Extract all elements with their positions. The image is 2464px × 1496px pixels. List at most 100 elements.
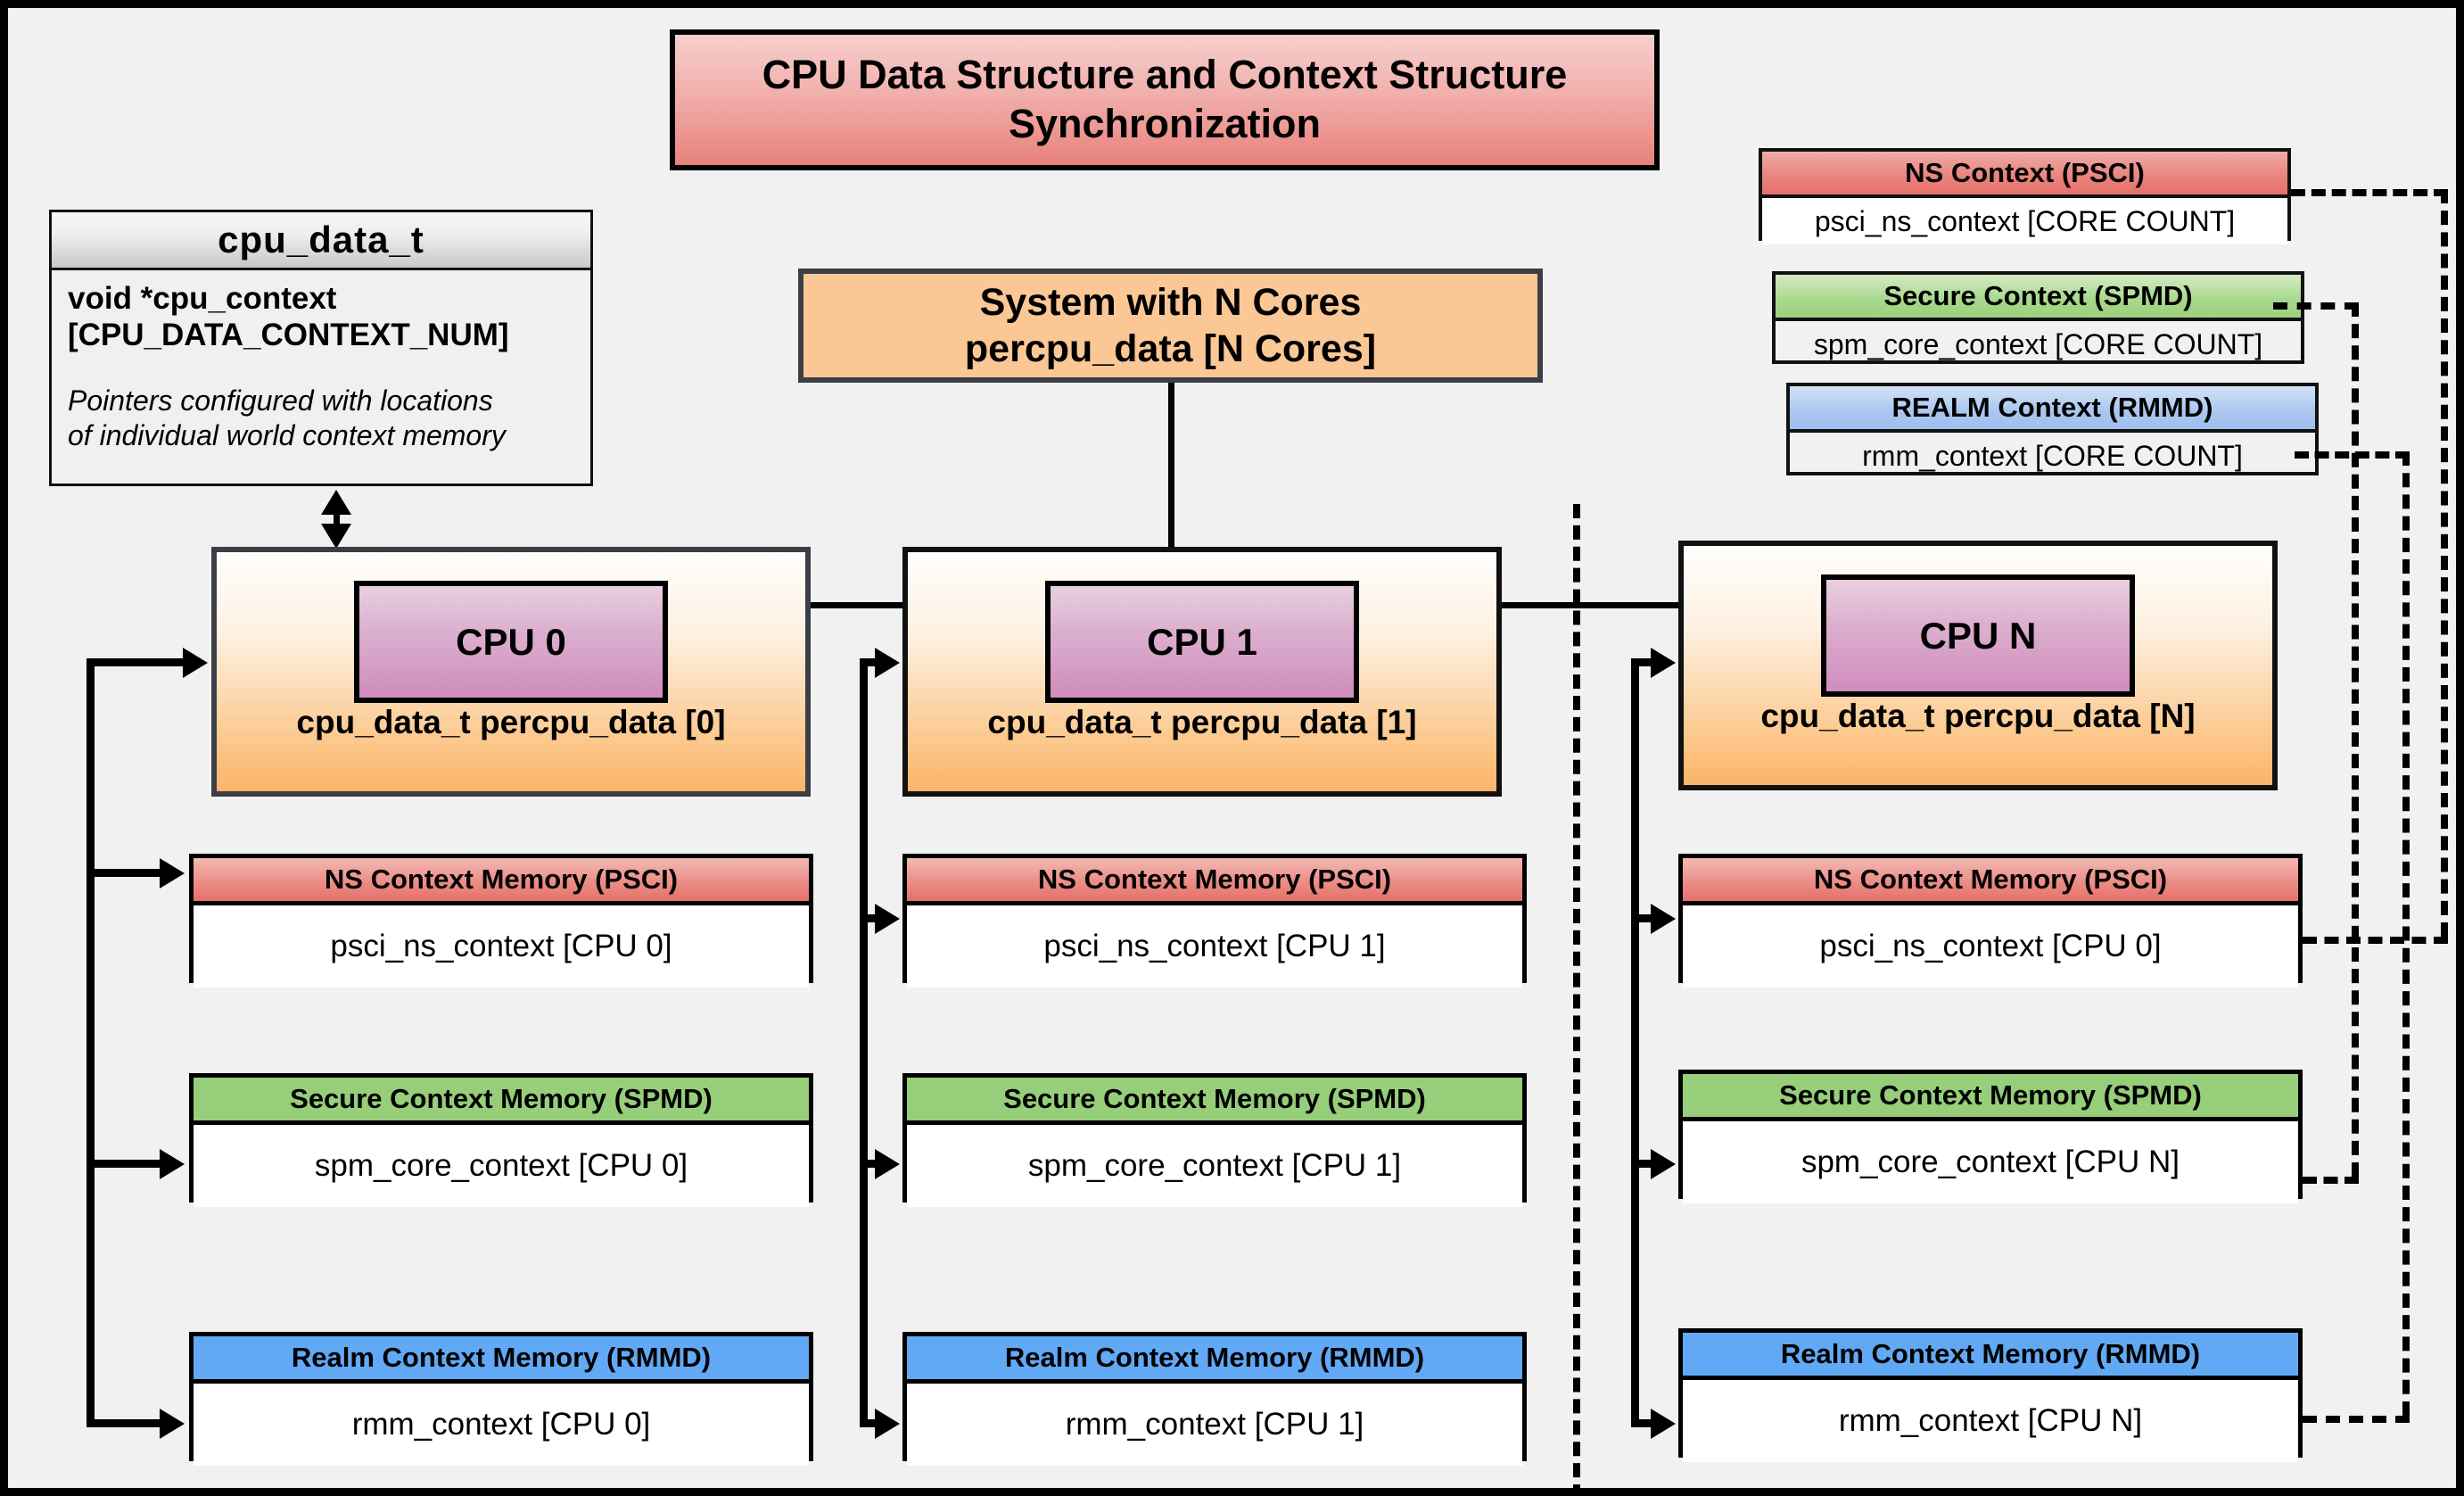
cpu0-ns-context-memory-header: NS Context Memory (PSCI) [194,858,809,905]
legend-ns-context-header: NS Context (PSCI) [1762,152,2287,198]
cpu1-realm-context-memory-body: rmm_context [CPU 1] [907,1384,1522,1466]
cpu1-line-to-box [860,658,882,666]
cpu-data-t-struct-box: cpu_data_t void *cpu_context [CPU_DATA_C… [49,210,593,486]
system-line-2: percpu_data [N Cores] [964,327,1377,370]
cpuN-realm-context-memory-header: Realm Context Memory (RMMD) [1683,1333,2298,1380]
ellipsis-column-divider [1573,504,1580,1488]
legend-ns-connector-top [2291,189,2448,196]
cpuN-arrow-to-realm [1651,1409,1676,1439]
pointer-line-to-cpu0-realm [87,1419,167,1427]
pointer-bus-vertical [87,658,95,1426]
legend-realm-connector-bottom [2303,1416,2410,1423]
title-line-1: CPU Data Structure and Context Structure [762,52,1568,98]
cpu0-chip-label: CPU 0 [354,581,668,703]
cpu0-ns-context-memory-body: psci_ns_context [CPU 0] [194,905,809,988]
cpu-data-t-note: Pointers configured with locations of in… [68,384,574,453]
cpuN-line-to-box [1631,658,1658,666]
cpu-data-t-body: void *cpu_context [CPU_DATA_CONTEXT_NUM]… [52,270,590,453]
cpu0-secure-context-memory-body: spm_core_context [CPU 0] [194,1125,809,1207]
cpu0-realm-context-memory-box: Realm Context Memory (RMMD) rmm_context … [189,1332,813,1466]
cpu0-realm-context-memory-body: rmm_context [CPU 0] [194,1384,809,1466]
cpu1-chip-label: CPU 1 [1045,581,1359,703]
cpuN-line-to-ns [1631,914,1658,922]
cpu1-line-to-ns [860,914,882,922]
cpu1-arrow-to-box [875,648,900,678]
legend-secure-context-header: Secure Context (SPMD) [1776,275,2301,321]
cpu0-realm-context-memory-header: Realm Context Memory (RMMD) [194,1336,809,1384]
cpuN-ns-context-memory-header: NS Context Memory (PSCI) [1683,858,2298,905]
legend-secure-context-body: spm_core_context [CORE COUNT] [1813,327,2263,360]
cpu0-ns-context-memory-box: NS Context Memory (PSCI) psci_ns_context… [189,854,813,988]
cpuN-line-to-realm [1631,1419,1658,1427]
cpu-data-t-note-line-1: Pointers configured with locations [68,384,493,417]
cpu1-arrow-to-realm [875,1409,900,1439]
cpu-data-sync-arrow-up [321,490,351,515]
cpu1-arrow-to-ns [875,904,900,934]
pointer-arrow-to-cpu0-realm [160,1409,185,1439]
cpuN-ns-context-memory-body: psci_ns_context [CPU 0] [1683,905,2298,988]
legend-ns-connector-vertical [2441,189,2448,937]
cpu1-caption: cpu_data_t percpu_data [1] [987,704,1417,740]
cpu1-secure-context-memory-box: Secure Context Memory (SPMD) spm_core_co… [902,1073,1527,1207]
cpu1-arrow-to-secure [875,1149,900,1179]
cpu0-box: CPU 0 cpu_data_t percpu_data [0] [211,547,811,797]
pointer-line-to-cpu0-secure [87,1160,167,1168]
pointer-arrow-to-cpu0 [183,648,208,678]
legend-secure-connector-top [2273,302,2359,310]
cpuN-pointer-bus [1631,658,1639,1426]
diagram-title: CPU Data Structure and Context Structure… [670,29,1660,170]
legend-realm-context-header: REALM Context (RMMD) [1790,386,2315,433]
pointer-arrow-to-cpu0-secure [160,1149,185,1179]
cpu1-line-to-secure [860,1160,882,1168]
cpuN-box: CPU N cpu_data_t percpu_data [N] [1678,541,2278,790]
title-line-2: Synchronization [1008,101,1321,146]
legend-secure-connector-vertical [2352,302,2359,1177]
cpuN-line-to-secure [1631,1160,1658,1168]
legend-realm-context-body: rmm_context [CORE COUNT] [1862,439,2243,472]
legend-ns-connector-bottom [2303,937,2448,944]
cpu1-realm-context-memory-header: Realm Context Memory (RMMD) [907,1336,1522,1384]
cpu1-line-to-realm [860,1419,882,1427]
legend-ns-context-body: psci_ns_context [CORE COUNT] [1762,198,2287,244]
cpuN-arrow-to-ns [1651,904,1676,934]
cpu-data-t-declaration: void *cpu_context [CPU_DATA_CONTEXT_NUM] [68,281,574,353]
cpu-data-t-decl-line-1: void *cpu_context [68,281,337,316]
system-stem-line [1168,383,1174,607]
cpuN-ns-context-memory-box: NS Context Memory (PSCI) psci_ns_context… [1678,854,2303,988]
cpuN-arrow-to-secure [1651,1149,1676,1179]
legend-secure-context-box: Secure Context (SPMD) spm_core_context [… [1772,271,2304,364]
cpuN-realm-context-memory-box: Realm Context Memory (RMMD) rmm_context … [1678,1328,2303,1462]
cpu1-box: CPU 1 cpu_data_t percpu_data [1] [902,547,1502,797]
cpuN-secure-context-memory-box: Secure Context Memory (SPMD) spm_core_co… [1678,1070,2303,1203]
cpu-data-t-decl-line-2: [CPU_DATA_CONTEXT_NUM] [68,317,509,352]
legend-realm-context-box: REALM Context (RMMD) rmm_context [CORE C… [1786,383,2319,475]
cpu0-caption: cpu_data_t percpu_data [0] [296,704,726,740]
cpu0-secure-context-memory-header: Secure Context Memory (SPMD) [194,1078,809,1125]
legend-ns-context-box: NS Context (PSCI) psci_ns_context [CORE … [1759,148,2291,244]
cpuN-secure-context-memory-header: Secure Context Memory (SPMD) [1683,1074,2298,1121]
cpu1-secure-context-memory-body: spm_core_context [CPU 1] [907,1125,1522,1207]
cpuN-chip-label: CPU N [1821,574,2135,697]
system-cores-box: System with N Cores percpu_data [N Cores… [798,269,1543,383]
cpuN-caption: cpu_data_t percpu_data [N] [1760,698,2196,734]
system-line-1: System with N Cores [979,280,1362,324]
cpu-data-t-header: cpu_data_t [52,212,590,270]
cpuN-realm-context-memory-body: rmm_context [CPU N] [1683,1380,2298,1462]
cpu0-secure-context-memory-box: Secure Context Memory (SPMD) spm_core_co… [189,1073,813,1207]
cpu1-pointer-bus [860,658,868,1426]
cpu-data-sync-arrow-down [321,524,351,549]
cpu-data-t-note-line-2: of individual world context memory [68,419,506,452]
cpu1-secure-context-memory-header: Secure Context Memory (SPMD) [907,1078,1522,1125]
legend-realm-connector-vertical [2402,451,2410,1416]
legend-secure-connector-bottom [2303,1177,2359,1184]
cpu-data-sync-dashed-line [334,513,340,531]
cpu1-ns-context-memory-box: NS Context Memory (PSCI) psci_ns_context… [902,854,1527,988]
pointer-line-to-cpu0-ns [87,869,167,877]
cpu1-ns-context-memory-header: NS Context Memory (PSCI) [907,858,1522,905]
cpu1-ns-context-memory-body: psci_ns_context [CPU 1] [907,905,1522,988]
pointer-line-to-cpu0 [87,658,190,666]
cpuN-arrow-to-box [1651,648,1676,678]
pointer-arrow-to-cpu0-ns [160,858,185,889]
cpu1-realm-context-memory-box: Realm Context Memory (RMMD) rmm_context … [902,1332,1527,1466]
